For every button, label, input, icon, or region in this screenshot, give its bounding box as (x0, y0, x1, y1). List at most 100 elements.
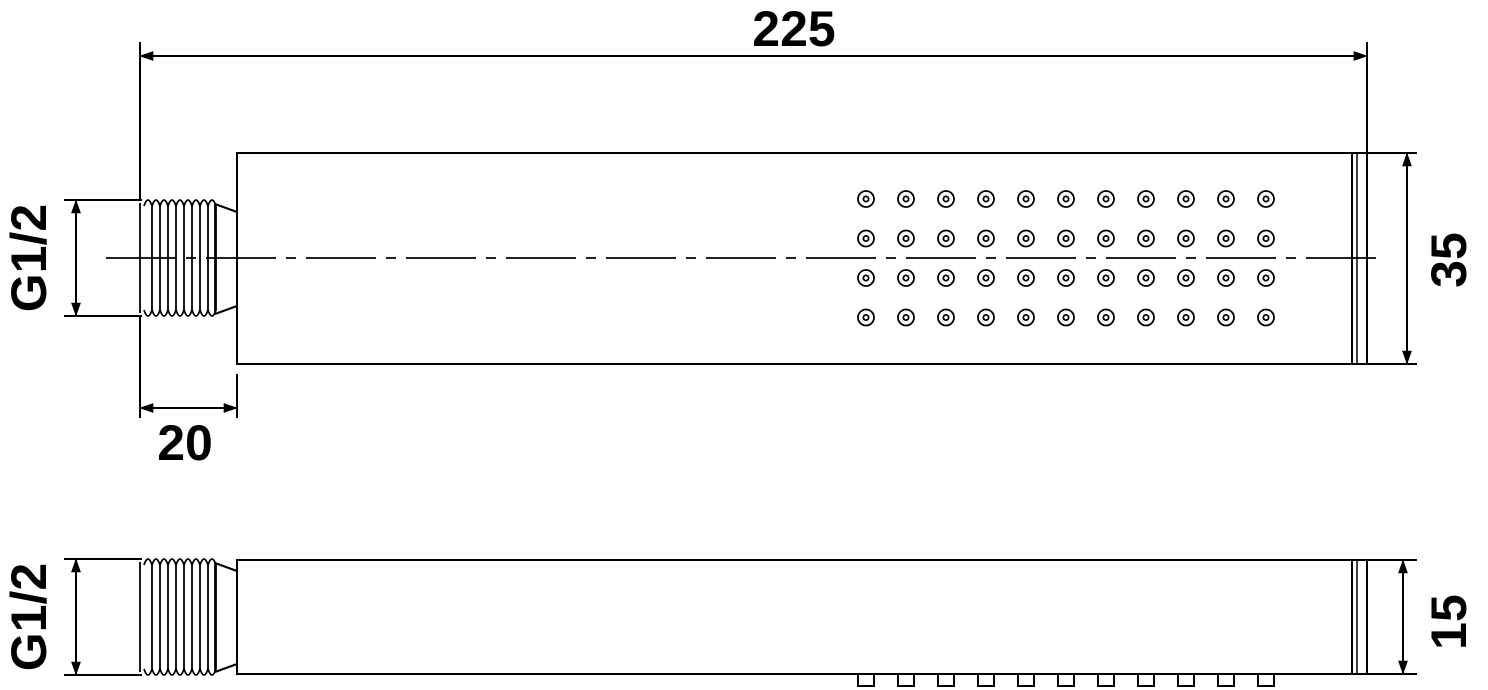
nozzle (1177, 308, 1195, 327)
nozzle-hole (1102, 234, 1110, 242)
nozzle-bump (1137, 674, 1155, 687)
thread-ridge (159, 199, 169, 317)
thread-side (139, 558, 217, 676)
nozzle-hole (1062, 195, 1070, 203)
handle-body-side (236, 559, 1353, 675)
nozzle (1017, 269, 1035, 287)
thread-label-side: G1/2 (1, 563, 57, 671)
nozzle (937, 229, 955, 248)
nozzle (937, 190, 955, 208)
nozzle-hole (942, 234, 950, 242)
nozzle (937, 269, 955, 287)
nozzle-hole (902, 234, 910, 242)
nozzle (1257, 269, 1275, 287)
nozzle-bump (1217, 674, 1235, 687)
nozzle-hole (1262, 195, 1270, 203)
nozzle-hole (1022, 274, 1030, 282)
nozzle-bump (1017, 674, 1035, 687)
nozzle-hole (1262, 234, 1270, 242)
nozzle (1137, 190, 1155, 208)
nozzle-bump (857, 674, 875, 687)
nozzle-bump (897, 674, 915, 687)
nozzle-hole (1142, 195, 1150, 203)
nozzle (1257, 190, 1275, 208)
nozzle-hole (982, 195, 990, 203)
thread-ridge (159, 558, 169, 676)
nozzle-hole (862, 274, 870, 282)
nozzle-hole (982, 274, 990, 282)
nozzle-hole (902, 274, 910, 282)
nozzle-row-side (857, 674, 1275, 687)
nozzle (857, 229, 875, 248)
thread-ridge (151, 558, 161, 676)
thread-ridge (151, 199, 161, 317)
thread-cone-top (214, 203, 238, 315)
nozzle-hole (1022, 313, 1030, 321)
nozzle (1217, 308, 1235, 327)
nozzle-hole (1182, 195, 1190, 203)
nozzle-hole (942, 313, 950, 321)
nozzle-hole (1142, 313, 1150, 321)
nozzle-hole (1142, 234, 1150, 242)
thread-ridge (167, 199, 177, 317)
nozzle-hole (1222, 195, 1230, 203)
nozzle (1017, 190, 1035, 208)
nozzle-hole (902, 195, 910, 203)
nozzle (1097, 190, 1115, 208)
nozzle (1217, 269, 1235, 287)
nozzle-grid (857, 190, 1275, 327)
nozzle (1097, 308, 1115, 327)
nozzle-bump (1057, 674, 1075, 687)
nozzle (937, 308, 955, 327)
nozzle-bump (1257, 674, 1275, 687)
side-view (64, 558, 1417, 676)
thread-ridge (183, 558, 193, 676)
thread-ridge (207, 558, 217, 676)
nozzle (1097, 269, 1115, 287)
nozzle (1137, 308, 1155, 327)
nozzle (1217, 190, 1235, 208)
nozzle (1057, 308, 1075, 327)
thread-ridge (191, 558, 201, 676)
nozzle-hole (1182, 274, 1190, 282)
thread-ridge (183, 199, 193, 317)
nozzle (1217, 229, 1235, 248)
width-label: 35 (1421, 232, 1477, 288)
nozzle (977, 308, 995, 327)
thread-ridge (175, 558, 185, 676)
nozzle-hole (1262, 313, 1270, 321)
nozzle-hole (982, 234, 990, 242)
nozzle-hole (1142, 274, 1150, 282)
thread-top (139, 199, 217, 317)
nozzle (857, 269, 875, 287)
nozzle-hole (1102, 195, 1110, 203)
nozzle-hole (942, 274, 950, 282)
thread-ridge (175, 199, 185, 317)
nozzle-bump (937, 674, 955, 687)
nozzle (897, 269, 915, 287)
thread-ridge (167, 558, 177, 676)
nozzle (1097, 229, 1115, 248)
nozzle-hole (1222, 234, 1230, 242)
thread-ridge (207, 199, 217, 317)
nozzle (857, 308, 875, 327)
nozzle (977, 229, 995, 248)
thread-ridge (143, 199, 153, 317)
top-view (64, 42, 1417, 418)
nozzle (897, 190, 915, 208)
thread-label-top: G1/2 (1, 204, 57, 312)
nozzle-hole (1022, 195, 1030, 203)
thread-ridge (143, 558, 153, 676)
nozzle (1017, 229, 1035, 248)
nozzle-hole (1222, 274, 1230, 282)
thickness-label: 15 (1421, 594, 1477, 650)
nozzle-hole (862, 195, 870, 203)
nozzle-hole (1062, 313, 1070, 321)
nozzle (1057, 229, 1075, 248)
thread-ridge (199, 558, 209, 676)
nozzle-hole (1062, 274, 1070, 282)
thread-ridge (191, 199, 201, 317)
nozzle (1257, 308, 1275, 327)
overall-length-label: 225 (752, 1, 835, 57)
